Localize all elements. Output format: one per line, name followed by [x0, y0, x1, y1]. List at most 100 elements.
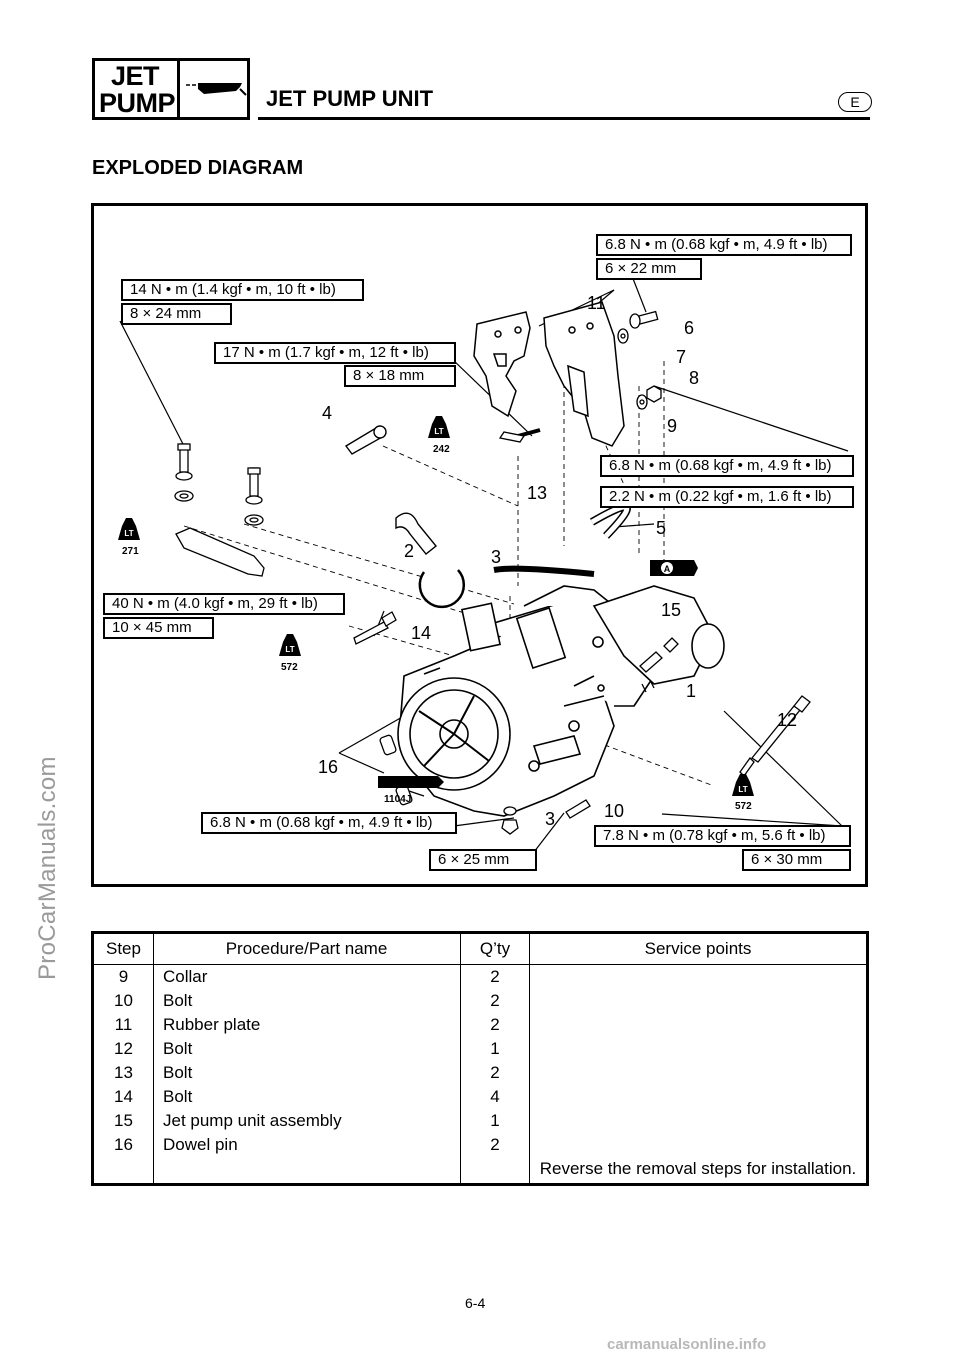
lt-label: LT: [434, 427, 443, 436]
service-cell: [530, 1085, 868, 1109]
step-cell: 16: [92, 1133, 154, 1157]
lt-code-271: 271: [122, 546, 139, 557]
service-cell: [530, 989, 868, 1013]
step-cell: 13: [92, 1061, 154, 1085]
page-number: 6-4: [465, 1295, 486, 1311]
part-number-12: 12: [777, 710, 798, 730]
part-number-11: 11: [587, 293, 606, 313]
service-cell: Reverse the removal steps for installati…: [539, 1159, 857, 1178]
torque-callout-17nm: 17 N • m (1.7 kgf • m, 12 ft • lb): [214, 342, 456, 364]
service-cell: [530, 965, 868, 990]
part-number-14: 14: [411, 623, 432, 643]
part-number-3b: 3: [545, 809, 556, 829]
step-cell: 12: [92, 1037, 154, 1061]
qty-cell: 2: [460, 1133, 530, 1157]
part-number-15: 15: [661, 600, 682, 620]
torque-callout-9: 6.8 N • m (0.68 kgf • m, 4.9 ft • lb): [600, 455, 854, 477]
step-cell: [92, 1157, 154, 1185]
service-cell: [530, 1133, 868, 1157]
part-number-13: 13: [527, 483, 548, 503]
size-callout-8x18: 8 × 18 mm: [344, 365, 456, 387]
table-row: 10 Bolt 2: [92, 989, 868, 1013]
part-number-9: 9: [667, 416, 678, 436]
part-name-cell: Bolt: [153, 1061, 461, 1085]
column-header-step: Step: [92, 932, 154, 965]
lt-bottle-icon: [118, 416, 754, 796]
size-callout-6x25: 6 × 25 mm: [429, 849, 537, 871]
language-badge: E: [838, 92, 872, 112]
part-number-8: 8: [689, 368, 700, 388]
part-number-4: 4: [322, 403, 333, 423]
part-name-cell: Bolt: [153, 1037, 461, 1061]
part-name-cell: Bolt: [153, 1085, 461, 1109]
torque-callout-6: 6.8 N • m (0.68 kgf • m, 4.9 ft • lb): [596, 234, 852, 256]
table-row: 11 Rubber plate 2: [92, 1013, 868, 1037]
service-cell: [530, 1037, 868, 1061]
part-name-cell: Rubber plate: [153, 1013, 461, 1037]
torque-callout-5: 2.2 N • m (0.22 kgf • m, 1.6 ft • lb): [600, 486, 854, 508]
torque-callout-40nm: 40 N • m (4.0 kgf • m, 29 ft • lb): [103, 593, 345, 615]
size-callout-6: 6 × 22 mm: [596, 258, 702, 280]
qty-cell: 2: [460, 964, 530, 989]
table-row: 15 Jet pump unit assembly 1: [92, 1109, 868, 1133]
qty-cell: [460, 1157, 530, 1185]
step-cell: 11: [92, 1013, 154, 1037]
table-row: Reverse the removal steps for installati…: [92, 1157, 868, 1185]
grease-label: A: [664, 564, 671, 574]
lt-code-572: 572: [281, 662, 298, 673]
step-cell: 15: [92, 1109, 154, 1133]
part-number-10: 10: [604, 801, 625, 821]
qty-cell: 2: [460, 1061, 530, 1085]
parts-table: Step Procedure/Part name Q’ty Service po…: [91, 931, 869, 1186]
side-watermark-text: ProCarManuals.com: [34, 756, 61, 980]
step-cell: 14: [92, 1085, 154, 1109]
part-number-5: 5: [656, 518, 667, 538]
badge-line1: JET: [111, 61, 160, 91]
part-number-6: 6: [684, 318, 695, 338]
part-number-2: 2: [404, 541, 415, 561]
torque-callout-10: 7.8 N • m (0.78 kgf • m, 5.6 ft • lb): [594, 825, 851, 847]
qty-cell: 1: [460, 1037, 530, 1061]
torque-callout-3: 6.8 N • m (0.68 kgf • m, 4.9 ft • lb): [201, 812, 457, 834]
size-callout-6x30: 6 × 30 mm: [742, 849, 851, 871]
section-title: EXPLODED DIAGRAM: [92, 157, 304, 179]
part-number-1: 1: [686, 681, 697, 701]
service-cell: [530, 1061, 868, 1085]
column-header-qty: Q’ty: [460, 932, 530, 965]
column-header-service-points: Service points: [529, 932, 868, 965]
step-cell: 10: [92, 989, 154, 1013]
size-callout-10x45: 10 × 45 mm: [103, 617, 214, 639]
jet-pump-icon: [186, 83, 247, 96]
part-name-cell: Collar: [153, 964, 461, 989]
qty-cell: 4: [460, 1085, 530, 1109]
part-name-cell: [153, 1157, 461, 1185]
part-number-16: 16: [318, 757, 339, 777]
lt-label: LT: [285, 645, 294, 654]
table-row: 16 Dowel pin 2: [92, 1133, 868, 1157]
page-title: JET PUMP UNIT: [266, 86, 434, 111]
part-name-cell: Jet pump unit assembly: [153, 1109, 461, 1133]
lt-code-572: 572: [735, 801, 752, 812]
badge-line2: PUMP: [99, 88, 176, 118]
table-row: 13 Bolt 2: [92, 1061, 868, 1085]
size-callout-8x24: 8 × 24 mm: [121, 303, 232, 325]
table-header-row: Step Procedure/Part name Q’ty Service po…: [92, 932, 868, 965]
table-row: 14 Bolt 4: [92, 1085, 868, 1109]
diagram-drawing: LT LT LT LT A: [118, 257, 849, 853]
table-row: 12 Bolt 1: [92, 1037, 868, 1061]
qty-cell: 1: [460, 1109, 530, 1133]
part-name-cell: Dowel pin: [153, 1133, 461, 1157]
part-number-7: 7: [676, 347, 687, 367]
qty-cell: 2: [460, 1013, 530, 1037]
service-cell: [530, 1109, 868, 1133]
service-cell: [530, 1013, 868, 1037]
side-watermark: ProCarManuals.com: [26, 460, 62, 980]
part-number-3: 3: [491, 547, 502, 567]
grease-icon: [661, 562, 673, 574]
table-row: 9 Collar 2: [92, 964, 868, 990]
exploded-diagram: LT LT LT LT A 6.8 N • m (0.68 kgf • m, 4…: [91, 203, 868, 887]
header-rule: [258, 117, 870, 120]
step-cell: 9: [92, 964, 154, 989]
part-name-cell: Bolt: [153, 989, 461, 1013]
torque-callout-14nm: 14 N • m (1.4 kgf • m, 10 ft • lb): [121, 279, 364, 301]
